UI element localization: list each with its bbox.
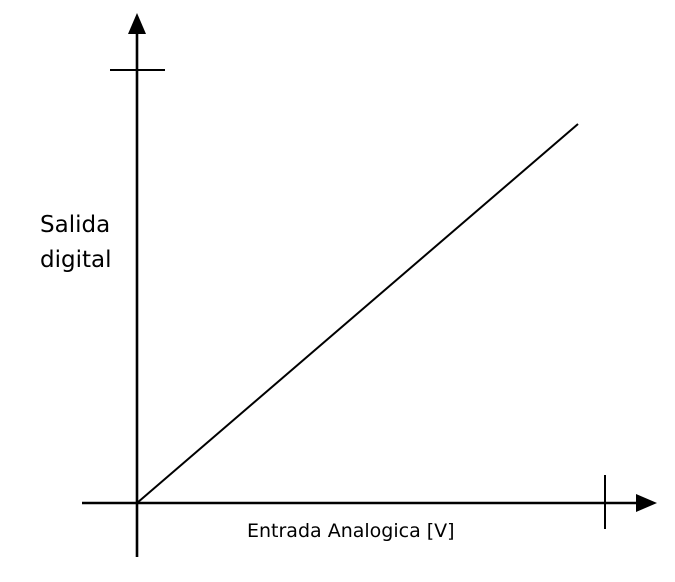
x-axis-label: Entrada Analogica [V] [247,520,455,542]
y-axis-label-line2: digital [40,247,112,273]
y-axis-label-line1: Salida [40,212,111,238]
y-axis-label: Salida digital [40,208,111,278]
transfer-line [136,123,579,504]
y-axis-arrowhead [128,13,146,34]
x-axis-arrowhead [636,494,657,512]
